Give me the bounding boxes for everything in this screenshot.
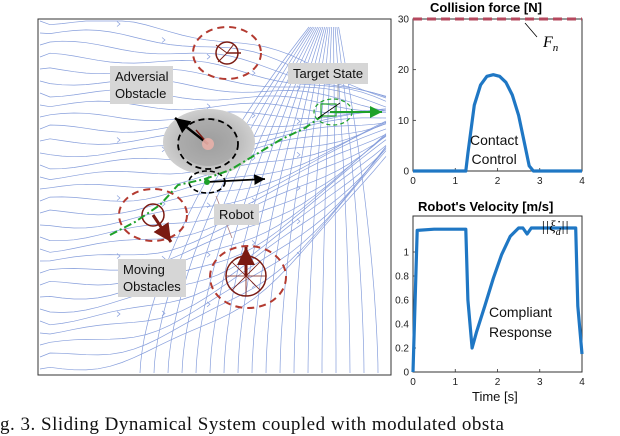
streamline — [39, 89, 387, 112]
x-tick-label: 3 — [537, 377, 543, 388]
robot-velocity-title: Robot's Velocity [m/s] — [418, 199, 554, 214]
streamline — [39, 133, 387, 229]
time-axis-label: Time [s] — [472, 389, 518, 404]
streamline-arrow — [296, 151, 301, 158]
streamline — [39, 139, 387, 286]
streamline-arrow — [116, 311, 121, 317]
y-tick-label: 0 — [403, 368, 409, 379]
streamline-arrow — [116, 253, 121, 259]
y-tick-label: 0 — [403, 167, 409, 178]
adversial-obstacle-boundary — [177, 118, 239, 170]
streamline — [279, 26, 327, 374]
streamline — [223, 26, 320, 374]
streamline-arrow — [206, 252, 211, 258]
streamline-arrow — [161, 37, 166, 43]
streamline-arrow — [206, 202, 211, 209]
streamline — [39, 148, 387, 313]
target-state — [313, 98, 353, 126]
streamline — [195, 26, 317, 374]
streamline — [39, 156, 387, 371]
x-tick-label: 1 — [452, 176, 458, 187]
fn-pointer — [524, 22, 538, 38]
streamline-arrow — [116, 195, 121, 201]
x-tick-label: 4 — [579, 176, 585, 187]
streamline-arrow — [116, 21, 121, 27]
y-tick-label: 0.6 — [395, 296, 409, 307]
streamline — [167, 26, 313, 374]
streamline — [39, 146, 387, 346]
streamline-arrow — [296, 218, 301, 225]
moving-obstacle-top — [192, 26, 262, 80]
contact-control-label: Contact Control — [470, 132, 519, 167]
streamline-arrow — [296, 185, 301, 191]
y-tick-label: 0.8 — [395, 272, 409, 283]
streamline — [39, 40, 387, 98]
streamline-arrow — [206, 53, 211, 60]
moving-obstacle-bottom — [209, 245, 287, 309]
x-tick-label: 3 — [537, 176, 543, 187]
series-line-0 — [411, 226, 584, 373]
compliant-response-label: Compliant Response — [489, 304, 553, 340]
streamline — [321, 26, 332, 373]
moving-obstacles-label: Moving Obstacles — [118, 259, 186, 297]
streamline-arrow — [206, 103, 211, 109]
streamline — [153, 26, 311, 374]
series-line-1 — [413, 73, 582, 173]
adversial-obstacle-label: Adversial Obstacle — [110, 66, 174, 104]
streamline — [237, 26, 322, 374]
streamline-arrow — [161, 201, 166, 207]
streamline — [39, 150, 387, 358]
streamline — [39, 134, 387, 274]
velocity-norm-label: ||ξ̇d|| — [541, 219, 569, 238]
robot — [188, 170, 266, 239]
x-tick-label: 1 — [452, 377, 458, 388]
y-tick-label: 20 — [398, 65, 410, 76]
adversial-velocity-arrow — [174, 117, 209, 145]
streamline — [334, 26, 351, 374]
y-tick-label: 0.4 — [395, 320, 409, 331]
streamline — [251, 26, 324, 374]
figure-caption: g. 3. Sliding Dynamical System coupled w… — [0, 414, 505, 435]
streamline — [39, 145, 387, 300]
streamline-arrow — [251, 197, 256, 204]
y-tick-label: 30 — [398, 15, 410, 26]
streamline — [265, 26, 326, 374]
streamline — [333, 26, 337, 373]
streamline — [336, 26, 365, 374]
streamline-arrow — [296, 118, 301, 125]
robot-velocity-chart: 0 1 2 3 4 0 0.2 0.4 0.6 0.8 1 — [395, 215, 585, 388]
streamline — [307, 26, 331, 374]
x-tick-label: 4 — [579, 377, 585, 388]
robot-trajectory — [109, 113, 326, 236]
collision-force-title: Collision force [N] — [430, 0, 542, 15]
streamline — [39, 78, 387, 112]
streamline — [39, 133, 387, 262]
streamline — [338, 26, 379, 374]
robot-label: Robot — [214, 204, 259, 225]
target-state-label: Target State — [288, 63, 369, 84]
streamline-arrow — [251, 240, 256, 246]
streamline — [39, 136, 387, 242]
y-tick-label: 1 — [403, 248, 409, 259]
streamline-arrow — [296, 85, 301, 91]
streamline — [293, 26, 329, 374]
streamline — [139, 26, 310, 374]
streamline — [39, 134, 387, 253]
streamline-arrow — [116, 137, 121, 143]
x-tick-label: 0 — [410, 377, 416, 388]
streamline — [39, 146, 387, 335]
fn-label: Fn — [543, 34, 559, 55]
moving-obstacle-left — [118, 188, 188, 243]
x-tick-label: 2 — [495, 377, 501, 388]
streamline-arrow — [251, 70, 256, 76]
x-tick-label: 2 — [495, 176, 501, 187]
x-tick-label: 0 — [410, 176, 416, 187]
collision-force-chart: 0 1 2 3 4 0 10 20 30 — [398, 15, 585, 188]
streamline — [181, 26, 315, 374]
y-tick-label: 0.2 — [395, 344, 409, 355]
streamline — [209, 26, 319, 374]
y-tick-label: 10 — [398, 116, 410, 127]
streamline — [39, 52, 387, 102]
streamline-arrow — [206, 301, 211, 308]
